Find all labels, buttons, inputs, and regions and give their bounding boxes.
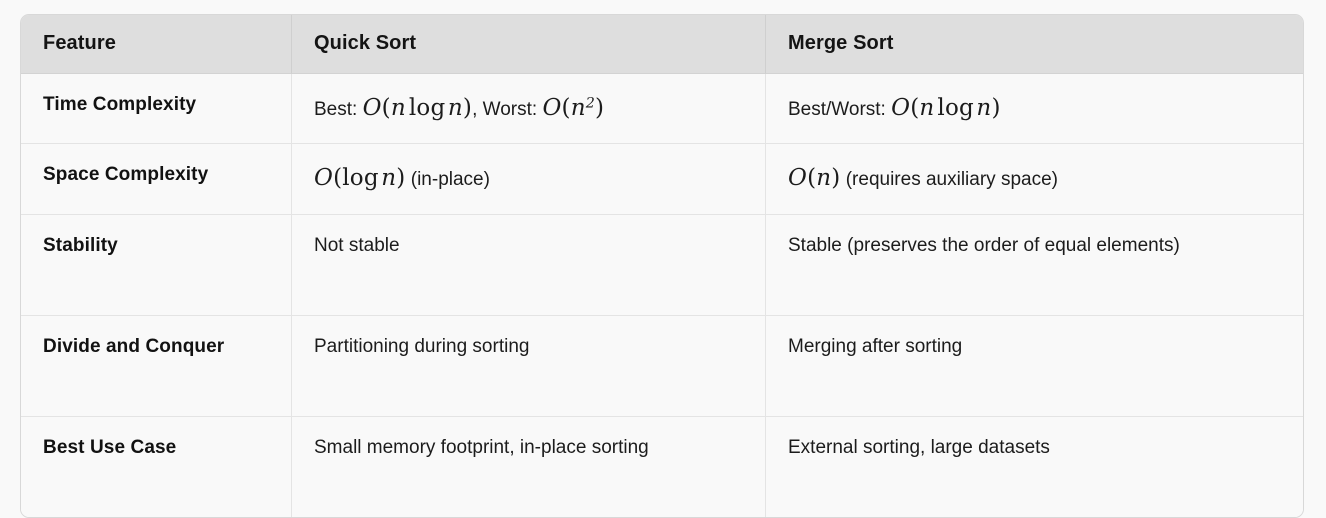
text-in-place-note: (in-place) [405,169,490,191]
table-row: Space Complexity O(log n) (in-place) O(n… [21,144,1303,215]
cell-quick-divide-and-conquer: Partitioning during sorting [292,315,766,417]
sorting-algorithm-comparison-table: Feature Quick Sort Merge Sort Time Compl… [20,14,1304,518]
cell-quick-space-complexity: O(log n) (in-place) [292,144,766,215]
table-row: Divide and Conquer Partitioning during s… [21,315,1303,417]
row-label-stability: Stability [21,214,292,316]
column-header-feature: Feature [21,15,292,74]
cell-merge-space-complexity: O(n) (requires auxiliary space) [766,144,1303,215]
row-label-space-complexity: Space Complexity [21,144,292,215]
column-header-merge-sort: Merge Sort [766,15,1303,74]
cell-merge-stability: Stable (preserves the order of equal ele… [766,214,1303,316]
text-auxiliary-space-note: (requires auxiliary space) [840,169,1058,191]
text-best-prefix: Best: [314,99,363,120]
row-label-divide-and-conquer: Divide and Conquer [21,315,292,417]
table-row: Stability Not stable Stable (preserves t… [21,214,1303,316]
table-header: Feature Quick Sort Merge Sort [21,15,1303,74]
cell-quick-stability: Not stable [292,214,766,316]
text-worst-prefix: , Worst: [472,99,543,120]
row-label-best-use-case: Best Use Case [21,416,292,517]
row-label-time-complexity: Time Complexity [21,74,292,145]
table-row: Best Use Case Small memory footprint, in… [21,416,1303,517]
column-header-quick-sort: Quick Sort [292,15,766,74]
page-container: Feature Quick Sort Merge Sort Time Compl… [20,14,1304,518]
table-header-row: Feature Quick Sort Merge Sort [21,15,1303,74]
math-quick-space-complexity: O(log n) [314,165,406,192]
cell-quick-best-use-case: Small memory footprint, in-place sorting [292,416,766,517]
text-best-worst-prefix: Best/Worst: [788,99,892,120]
cell-merge-best-use-case: External sorting, large datasets [766,416,1303,517]
cell-merge-divide-and-conquer: Merging after sorting [766,315,1303,417]
math-quick-worst-complexity: O(n2) [542,95,605,121]
math-merge-space-complexity: O(n) [788,165,841,192]
